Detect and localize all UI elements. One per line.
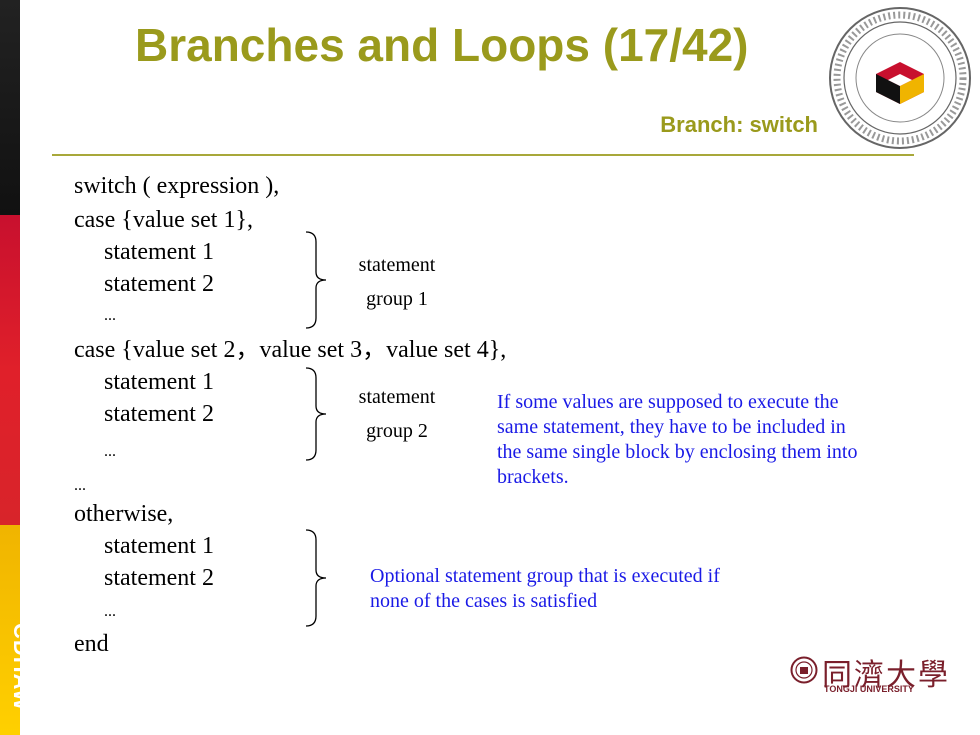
code-line-statement-2c: statement 2 [104, 565, 214, 591]
code-line-switch: switch ( expression ), [74, 173, 280, 199]
german-flag-bar [0, 0, 20, 735]
code-line-otherwise: otherwise, [74, 501, 174, 527]
values-note-line-2: same statement, they have to be included… [497, 416, 846, 438]
values-note-line-4: brackets. [497, 466, 569, 488]
code-line-statement-2a: statement 2 [104, 271, 214, 297]
slide-title: Branches and Loops (17/42) [135, 19, 749, 71]
code-line-end: end [74, 631, 109, 657]
values-note-line-1: If some values are supposed to execute t… [497, 391, 839, 413]
code-line-ellipsis-b: ... [104, 443, 116, 460]
group-1-label-line-2: group 1 [366, 288, 428, 310]
group-2-label-line-2: group 2 [366, 420, 428, 442]
values-note-line-3: the same single block by enclosing them … [497, 441, 858, 463]
otherwise-note: Optional statement group that is execute… [370, 564, 720, 614]
otherwise-note-line-2: none of the cases is satisfied [370, 590, 598, 612]
code-line-statement-1a: statement 1 [104, 239, 214, 265]
code-line-ellipsis-a: ... [104, 307, 116, 324]
group-2-label: statement group 2 [344, 380, 450, 448]
slide-subtitle: Branch: switch [660, 112, 818, 137]
group-2-label-line-1: statement [358, 386, 436, 408]
tongji-emblem-icon [790, 656, 818, 684]
title-divider [52, 154, 914, 156]
side-label: CDHAW [9, 622, 34, 712]
flag-red-band [0, 215, 20, 525]
code-line-ellipsis-d: ... [104, 603, 116, 620]
group-1-label-line-1: statement [358, 254, 436, 276]
group-1-label: statement group 1 [344, 248, 450, 316]
code-line-statement-1c: statement 1 [104, 533, 214, 559]
otherwise-note-line-1: Optional statement group that is execute… [370, 565, 720, 587]
flag-gold-band [0, 525, 20, 735]
brace-otherwise [305, 529, 327, 627]
university-name-cn: 同濟大學 [822, 658, 950, 693]
code-line-statement-1b: statement 1 [104, 369, 214, 395]
code-line-case-2: case {value set 2，value set 3，value set … [74, 337, 507, 363]
code-line-statement-2b: statement 2 [104, 401, 214, 427]
code-line-ellipsis-c: ... [74, 477, 86, 494]
university-name-en: TONGJI UNIVERSITY [824, 684, 914, 694]
flag-black-band [0, 0, 20, 215]
brace-group-1 [305, 231, 327, 329]
code-line-case-1: case {value set 1}, [74, 207, 253, 233]
brace-group-2 [305, 367, 327, 461]
values-note: If some values are supposed to execute t… [497, 390, 858, 490]
cdhaw-seal-logo [829, 7, 971, 149]
